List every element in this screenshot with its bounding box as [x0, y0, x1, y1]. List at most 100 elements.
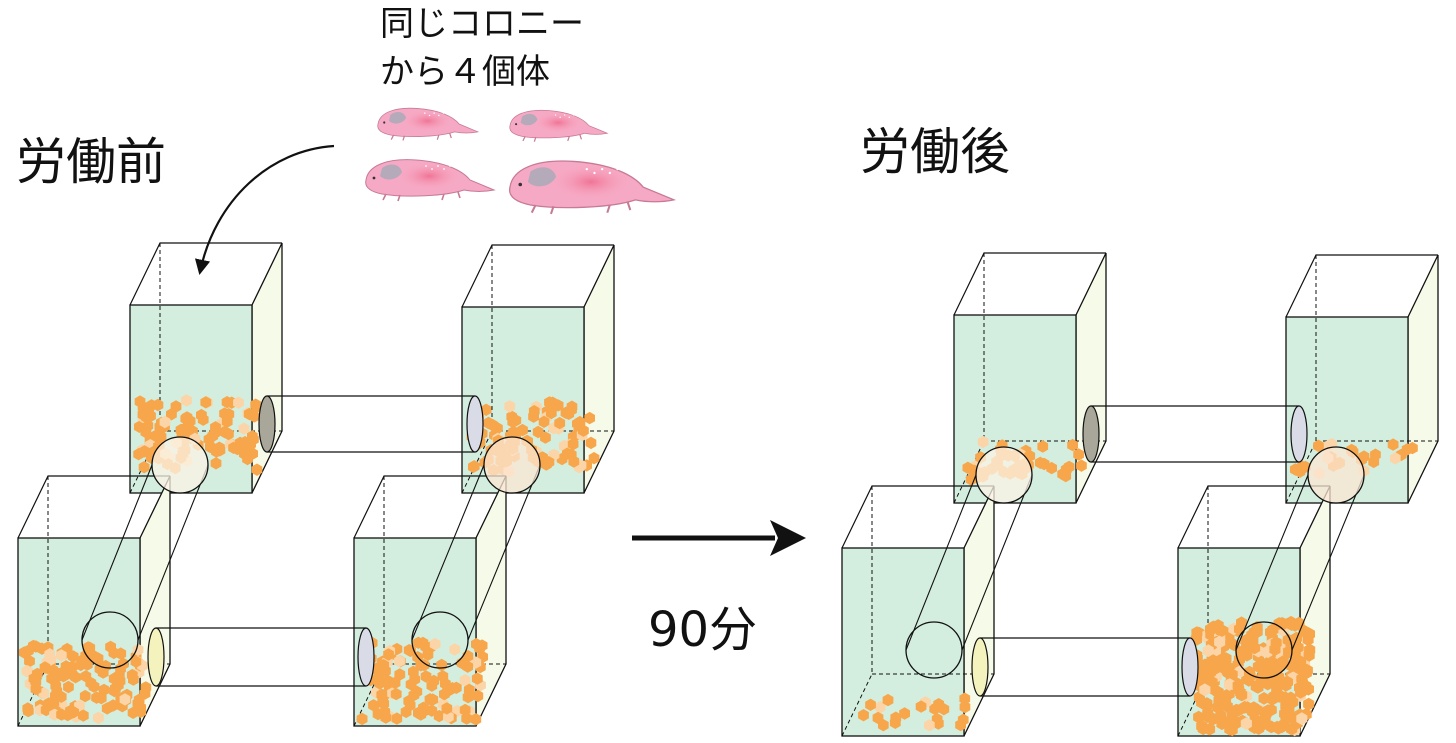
bedding-pellet: [22, 702, 34, 715]
bedding-pellet: [356, 712, 368, 726]
cage-hidden-edge: [841, 673, 873, 737]
bedding-pellet: [1223, 678, 1235, 691]
bedding-pellet: [140, 681, 152, 694]
tube-edge: [137, 464, 209, 641]
label-colony-line2: から４個体: [380, 52, 550, 92]
bedding-pellet: [532, 425, 544, 439]
mole-rat-blush: [545, 164, 628, 200]
bedding-pellet: [472, 689, 484, 703]
mole-rat-whisker-dot: [616, 167, 619, 171]
bedding-pellet: [1224, 714, 1236, 728]
bedding-pellet: [400, 705, 412, 719]
bedding-pellet: [468, 460, 479, 474]
bedding-pellet: [62, 708, 73, 722]
bedding-pellet: [28, 639, 39, 653]
bedding-pellet: [955, 718, 966, 732]
bedding-pellet: [1232, 679, 1244, 692]
bedding-pellet: [1199, 683, 1211, 697]
tube-opening: [1181, 637, 1199, 697]
bedding-pellet: [1268, 690, 1280, 703]
bedding-pellet: [449, 643, 461, 656]
bedding-pellet: [1300, 666, 1312, 680]
bedding-pellet: [247, 447, 258, 460]
bedding-pellet: [1201, 699, 1213, 712]
tube-opening: [1082, 405, 1100, 463]
bedding-pellet: [546, 406, 557, 420]
mole-rat-whisker-dot: [601, 167, 604, 171]
bedding-pellet: [1265, 625, 1276, 639]
tube-edge: [1291, 474, 1365, 651]
bedding-pellet: [373, 671, 385, 684]
bedding-pellet: [1204, 722, 1216, 736]
bedding-pellet: [378, 659, 389, 672]
mole-rat-whisker-dot: [449, 165, 451, 167]
bedding-pellet: [578, 424, 589, 437]
bedding-pellet: [1205, 622, 1217, 636]
mole-rat-legs: [530, 202, 632, 215]
bedding-pellet: [1235, 664, 1247, 678]
bedding-pellet: [1259, 707, 1271, 721]
bedding-pellet: [137, 408, 149, 421]
bedding-pellet: [210, 457, 222, 470]
bedding-pellet: [1283, 702, 1295, 716]
mole-rat-whisker-dot: [585, 167, 588, 171]
bedding-pellet: [1304, 643, 1316, 657]
cage-hidden-edge: [461, 430, 493, 494]
mole-rat-eye: [515, 123, 518, 126]
mole-rat-group: [365, 107, 677, 215]
bedding-pellet: [40, 703, 52, 717]
bedding-pellet: [924, 719, 935, 732]
bedding-pellet: [1046, 461, 1057, 475]
bedding-pellet: [1368, 455, 1380, 469]
mole-rat-patch: [520, 113, 538, 126]
bedding-pellet: [938, 703, 950, 716]
bedding-pellet: [251, 463, 263, 476]
bedding-pellet: [394, 668, 406, 681]
tube-opening: [975, 446, 1033, 504]
bedding-pellet: [127, 706, 139, 719]
bedding-pellet: [899, 707, 910, 720]
bedding-pellet: [61, 663, 73, 676]
bedding-pellet: [233, 396, 244, 409]
tube-opening: [971, 637, 989, 697]
bedding-pellet: [528, 410, 539, 423]
connecting-tube-diagonal: [1235, 446, 1365, 679]
bedding-pellet: [114, 674, 126, 688]
mole-rat-whisker-dot: [431, 168, 433, 170]
bedding-pellet: [383, 648, 394, 661]
bedding-pellet: [977, 435, 989, 449]
connecting-tube-diagonal: [905, 446, 1033, 679]
bedding-pellet: [245, 437, 256, 451]
bedding-pellet: [459, 703, 471, 717]
bedding-pellet: [1193, 710, 1205, 724]
bedding-pellet: [1034, 456, 1046, 469]
bedding-pellet: [567, 438, 579, 451]
bedding-pellet: [471, 672, 483, 685]
bedding-pellet: [506, 410, 518, 423]
mole-rat-whisker-dot: [424, 112, 426, 114]
bedding-pellet: [470, 713, 482, 726]
mole-rat: [377, 107, 480, 141]
mole-rat-whisker-dot: [437, 165, 439, 167]
connecting-tube-diagonal: [81, 436, 209, 669]
bedding-pellet: [933, 717, 944, 730]
bedding-pellet: [1261, 657, 1273, 671]
bedding-pellet: [91, 691, 102, 704]
bedding-pellet: [100, 659, 111, 673]
bedding-pellet: [1067, 438, 1078, 452]
tube-edge: [905, 474, 977, 651]
bedding-pellet: [858, 709, 869, 722]
bedding-pellet: [368, 699, 379, 712]
tube-opening: [483, 436, 541, 494]
bedding-pellet: [48, 696, 60, 709]
tube-opening: [411, 611, 469, 669]
connecting-tube: [1082, 405, 1308, 463]
cage-hidden-edge: [1285, 440, 1317, 504]
bedding-pellet: [21, 665, 33, 678]
bedding-pellet: [372, 707, 384, 721]
mole-rat-whisker-dot: [608, 171, 611, 175]
bedding-pellet: [391, 712, 403, 725]
bedding-pellet: [1313, 439, 1324, 452]
bedding-pellet: [1236, 688, 1248, 702]
bedding-pellet: [408, 689, 420, 702]
